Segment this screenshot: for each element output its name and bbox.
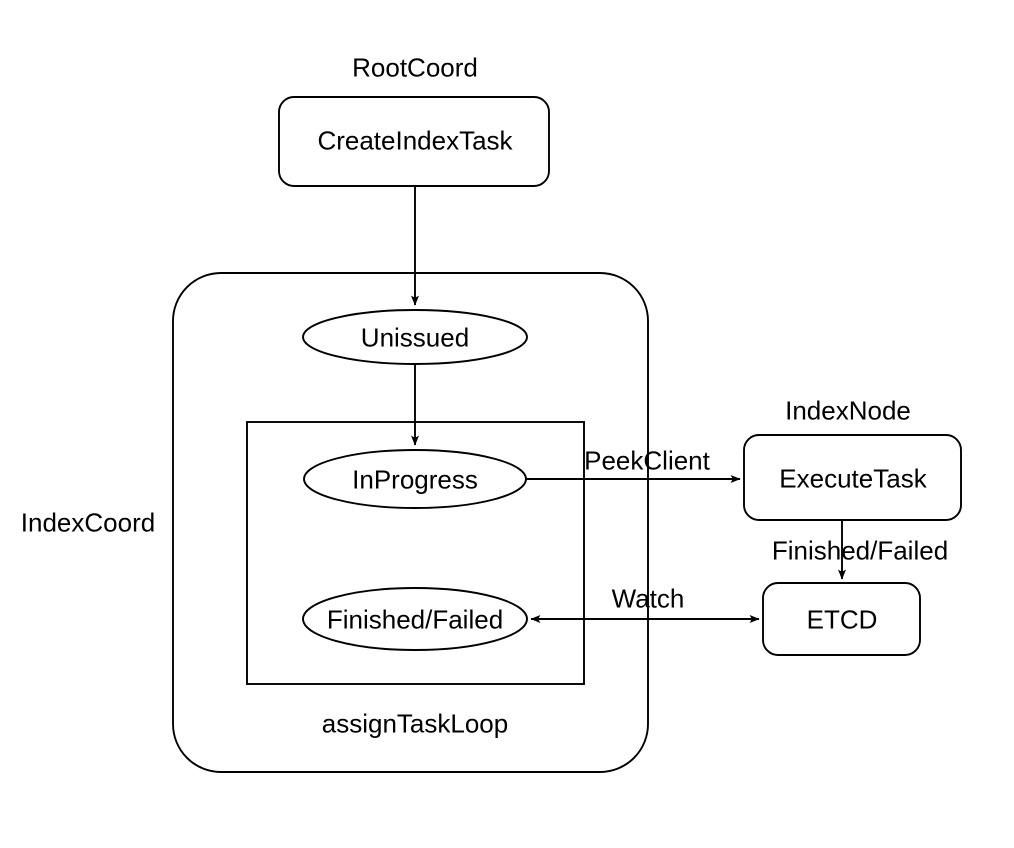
container-assign-task-loop [246,421,585,685]
node-etcd-shape [762,582,921,656]
node-create-index-task-shape [278,96,550,187]
node-in-progress-shape [303,449,527,509]
node-unissued-shape [302,309,528,365]
node-execute-task-shape [743,434,962,521]
node-finished-failed-shape [302,587,528,651]
container-index-coord [172,272,649,773]
